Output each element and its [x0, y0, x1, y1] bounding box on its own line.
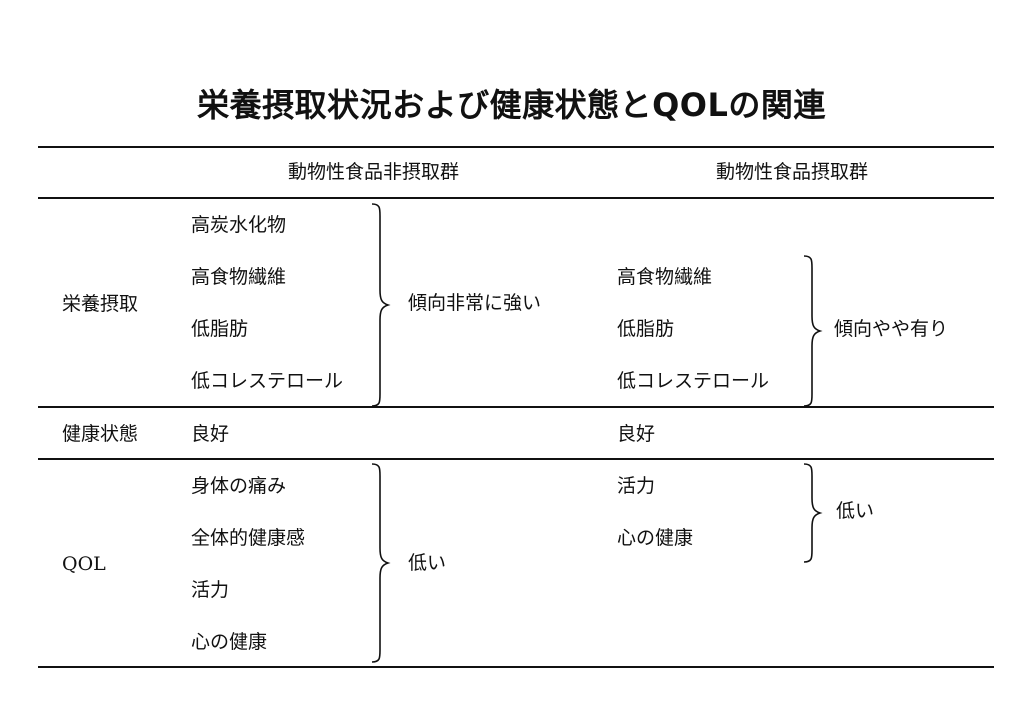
- nutrition-non-intake-item: 高炭水化物: [191, 214, 287, 236]
- nutrition-intake-result: 傾向やや有り: [834, 318, 949, 340]
- nutrition-non-intake-item: 低脂肪: [191, 318, 249, 340]
- health-bottom-rule: [38, 458, 994, 460]
- column-header-non-intake: 動物性食品非摂取群: [288, 161, 460, 183]
- qol-non-intake-result: 低い: [408, 552, 447, 574]
- qol-non-intake-item: 身体の痛み: [191, 475, 287, 497]
- qol-intake-item: 心の健康: [617, 527, 694, 549]
- nutrition-non-intake-item: 高食物繊維: [191, 266, 287, 288]
- right-brace-icon: [803, 255, 823, 407]
- row-label-nutrition: 栄養摂取: [62, 293, 139, 315]
- nutrition-intake-item: 低脂肪: [617, 318, 675, 340]
- row-label-qol: QOL: [62, 553, 106, 575]
- right-brace-icon: [371, 463, 391, 663]
- nutrition-intake-item: 低コレステロール: [617, 370, 770, 392]
- header-rule: [38, 197, 994, 199]
- qol-non-intake-item: 心の健康: [191, 631, 268, 653]
- nutrition-non-intake-result: 傾向非常に強い: [408, 292, 542, 314]
- qol-intake-result: 低い: [836, 500, 875, 522]
- health-non-intake-value: 良好: [191, 423, 230, 445]
- nutrition-non-intake-item: 低コレステロール: [191, 370, 344, 392]
- qol-intake-item: 活力: [617, 475, 656, 497]
- table-top-rule: [38, 146, 994, 148]
- page-title: 栄養摂取状況および健康状態とQOLの関連: [197, 86, 826, 124]
- nutrition-bottom-rule: [38, 406, 994, 408]
- right-brace-icon: [803, 463, 823, 563]
- right-brace-icon: [371, 203, 391, 407]
- row-label-health: 健康状態: [62, 423, 139, 445]
- qol-non-intake-item: 活力: [191, 579, 230, 601]
- health-intake-value: 良好: [617, 423, 656, 445]
- qol-non-intake-item: 全体的健康感: [191, 527, 306, 549]
- nutrition-intake-item: 高食物繊維: [617, 266, 713, 288]
- table-bottom-rule: [38, 666, 994, 668]
- column-header-intake: 動物性食品摂取群: [716, 161, 869, 183]
